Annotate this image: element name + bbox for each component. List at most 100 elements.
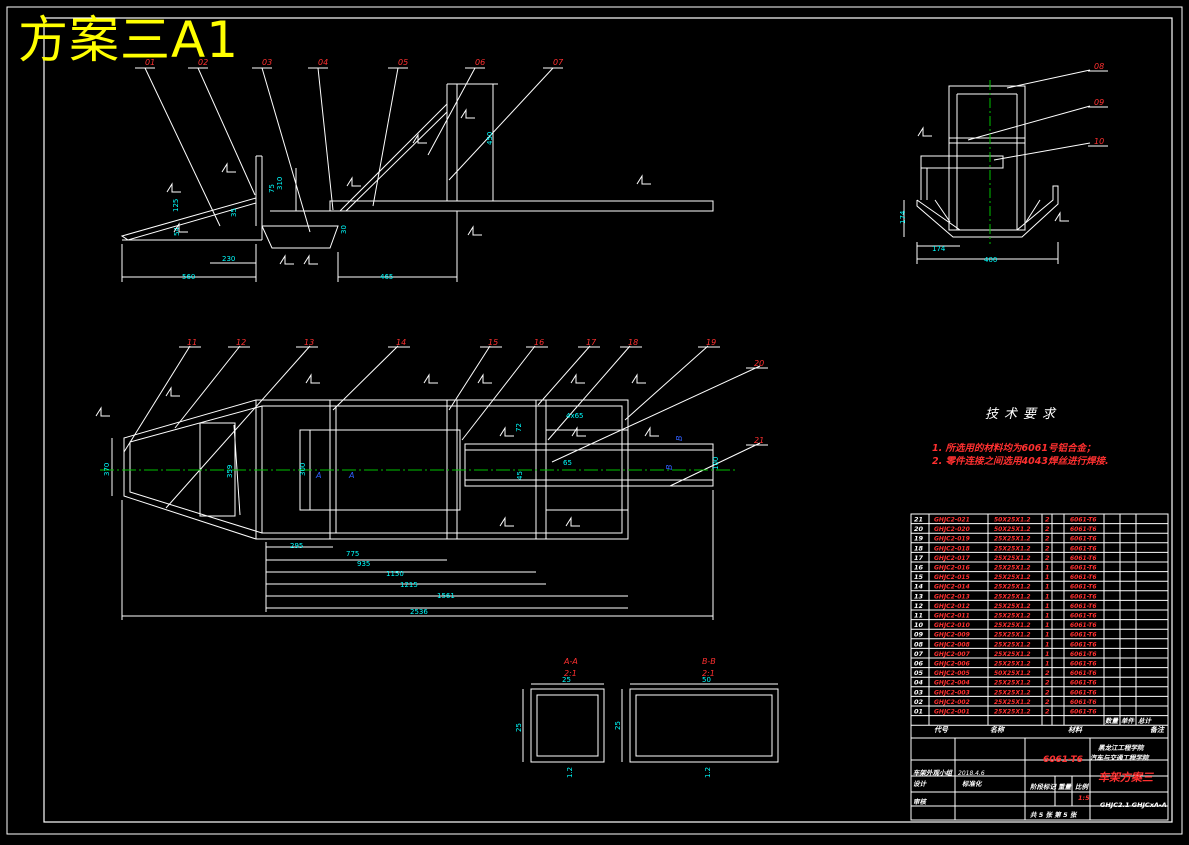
balloon-11: 11 [187, 338, 197, 347]
tb-scale: 1:5 [1078, 794, 1090, 802]
tb-mat: 6061-T6 [1070, 584, 1097, 591]
side-dim-2: 400 [984, 256, 997, 264]
tb-qty: 1 [1045, 621, 1050, 629]
top-dim-6: 1150 [386, 570, 404, 578]
top-dim-2: 300 [299, 463, 307, 476]
tb-qty: 2 [1045, 554, 1050, 562]
weld-symbol [499, 426, 514, 437]
balloon-17: 17 [586, 338, 597, 347]
tb-stage: 阶段标记 [1030, 783, 1058, 791]
tb-header-qty: 数量 [1105, 717, 1120, 725]
tb-spec: 25X25X1.2 [994, 622, 1031, 629]
section-mark-a1: A [315, 471, 321, 480]
tb-no: 03 [914, 688, 924, 696]
tb-mat: 6061-T6 [1070, 526, 1097, 533]
tb-spec: 25X25X1.2 [994, 545, 1031, 552]
tb-design: 设计 [913, 780, 928, 788]
tb-code: GHJC2-012 [934, 603, 970, 610]
weld-symbol [279, 254, 294, 265]
weld-symbol [221, 162, 236, 173]
section-b-scale: 2:1 [702, 669, 715, 678]
tb-spec: 25X25X1.2 [994, 536, 1031, 543]
weld-symbol [303, 254, 318, 265]
tb-scale-label: 比例 [1075, 783, 1090, 791]
tb-header-note: 备注 [1150, 725, 1165, 734]
section-b-thick: 1.2 [704, 767, 712, 778]
tb-spec: 25X25X1.2 [994, 565, 1031, 572]
balloon-04: 04 [318, 58, 328, 67]
tb-spec: 25X25X1.2 [994, 680, 1031, 687]
top-dim-7: 1215 [400, 581, 418, 589]
weld-symbol [477, 373, 492, 384]
tb-code: GHJC2-011 [934, 613, 970, 620]
tb-mat: 6061-T6 [1070, 603, 1097, 610]
section-b-width: 50 [702, 676, 711, 684]
weld-symbol [166, 182, 181, 193]
tb-header-mat: 材料 [1068, 725, 1083, 734]
tb-no: 15 [914, 573, 924, 581]
balloon-16: 16 [534, 338, 544, 347]
weld-symbol [460, 108, 475, 119]
weld-symbol [165, 386, 180, 397]
tech-requirements-title: 技术要求 [985, 407, 1062, 422]
title-block [910, 513, 1169, 821]
tb-check: 审核 [913, 798, 928, 806]
tb-mat: 6061-T6 [1070, 661, 1097, 668]
front-dim-5: 54 [173, 227, 181, 236]
tb-mat: 6061-T6 [1070, 689, 1097, 696]
tb-material: 6061-T6 [1043, 755, 1083, 765]
weld-symbol [631, 373, 646, 384]
tb-no: 13 [914, 592, 924, 600]
balloon-09: 09 [1094, 98, 1104, 107]
balloon-14: 14 [396, 338, 406, 347]
tb-spec: 25X25X1.2 [994, 641, 1031, 648]
tb-mat: 6061-T6 [1070, 680, 1097, 687]
tb-code: GHJC2-020 [934, 526, 970, 533]
top-dim-5: 935 [357, 560, 370, 568]
tb-no: 07 [914, 650, 924, 658]
tb-designer: 车架外观小组 [913, 769, 954, 777]
balloon-21: 21 [754, 436, 764, 445]
weld-symbol [423, 373, 438, 384]
tb-code: GHJC2-003 [934, 689, 970, 696]
tb-qty: 1 [1045, 573, 1050, 581]
outer-frame [6, 6, 1183, 835]
weld-symbol [305, 373, 320, 384]
balloon-20: 20 [754, 359, 764, 368]
side-view [903, 69, 1091, 264]
weld-symbol [917, 126, 932, 137]
tb-spec: 25X25X1.2 [994, 699, 1031, 706]
section-a-width: 25 [562, 676, 571, 684]
tb-no: 19 [914, 535, 924, 543]
tb-code: GHJC2-010 [934, 622, 970, 629]
tb-header-total: 总计 [1138, 717, 1153, 725]
tb-code: GHJC2-021 [934, 517, 970, 524]
tb-no: 21 [914, 516, 923, 524]
front-dim-4: 125 [172, 199, 180, 212]
tb-qty: 1 [1045, 631, 1050, 639]
front-dim-0: 310 [276, 177, 284, 190]
drawing-title: 方案三A1 [18, 11, 240, 69]
tb-mat: 6061-T6 [1070, 632, 1097, 639]
tb-code: GHJC2-018 [934, 545, 970, 552]
top-dim-4: 775 [346, 550, 359, 558]
tb-mat: 6061-T6 [1070, 641, 1097, 648]
top-dim-10: 72 [515, 423, 523, 432]
tb-qty: 2 [1045, 669, 1050, 677]
tb-spec: 50X25X1.2 [994, 517, 1031, 524]
tb-no: 10 [914, 621, 924, 629]
tb-spec: 50X25X1.2 [994, 526, 1031, 533]
weld-symbol [571, 426, 586, 437]
top-dim-0: 370 [103, 463, 111, 476]
tb-qty: 2 [1045, 679, 1050, 687]
tb-date: 2018.4.6 [958, 770, 985, 777]
tb-school: 黑龙江工程学院 [1098, 744, 1145, 752]
top-dim-9: 2536 [410, 608, 428, 616]
section-a-height: 25 [515, 723, 523, 732]
tb-mat: 6061-T6 [1070, 593, 1097, 600]
tb-qty: 1 [1045, 592, 1050, 600]
weld-symbol [644, 426, 659, 437]
front-dim-6: 230 [222, 255, 235, 263]
